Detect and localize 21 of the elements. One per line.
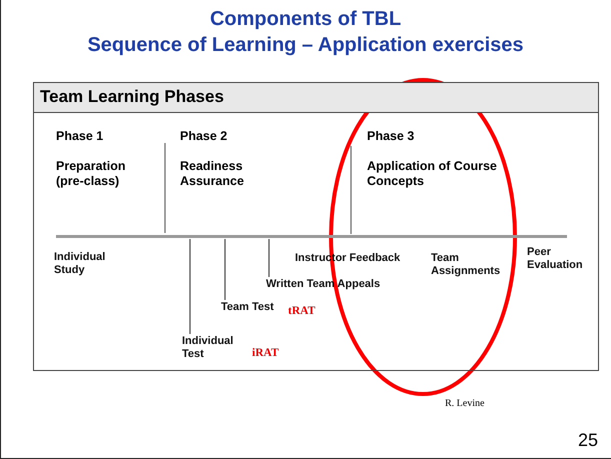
timeline-label: Team Test (221, 301, 274, 314)
leader-line (268, 238, 270, 278)
phase-label: Phase 2 (180, 129, 228, 144)
slide-title: Components of TBL Sequence of Learning – Application exercises (86, 7, 525, 58)
timeline-label: Individual Study (54, 251, 129, 277)
timeline-bar (56, 235, 567, 238)
author-credit: R. Levine (445, 398, 484, 409)
panel (33, 82, 599, 371)
timeline-label: Peer Evaluation (527, 246, 598, 272)
panel-heading: Team Learning Phases (34, 83, 598, 113)
abbreviation-label: tRAT (288, 305, 316, 317)
phase-title: Preparation (pre-class) (56, 159, 126, 189)
phase-label: Phase 3 (367, 129, 414, 144)
phase-title: Readiness Assurance (180, 159, 245, 189)
timeline-label: Team Assignments (431, 252, 506, 278)
abbreviation-label: iRAT (252, 347, 279, 359)
phase-title: Application of Course Concepts (367, 159, 498, 189)
page-number: 25 (578, 430, 598, 451)
phase-label: Phase 1 (56, 129, 104, 144)
leader-line (224, 238, 226, 300)
timeline-label: Individual Test (182, 335, 234, 361)
